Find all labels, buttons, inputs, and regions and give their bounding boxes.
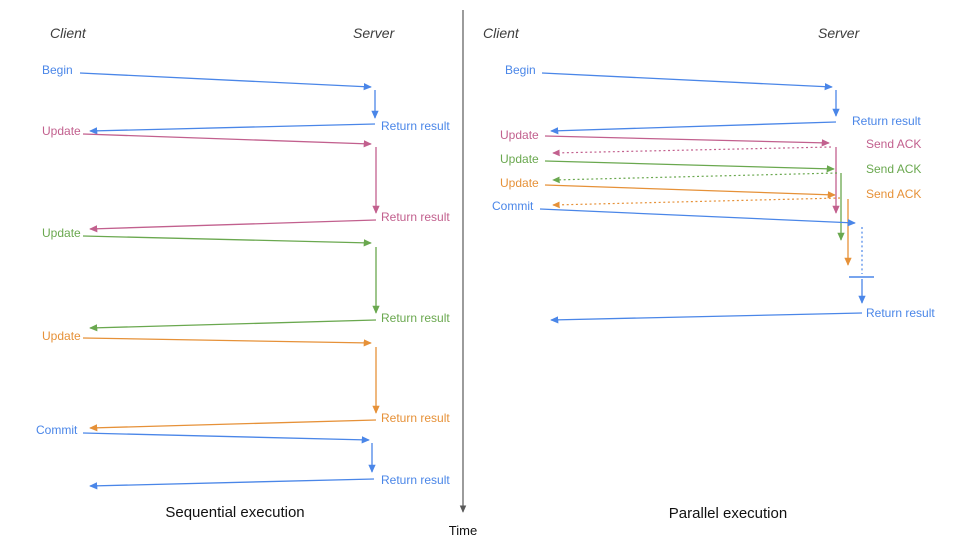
left-commit-request-arrow (82, 432, 370, 444)
left-update3-return-arrow (89, 419, 377, 432)
right-update3-request-arrow (544, 184, 836, 199)
left-commit-label: Commit (36, 423, 78, 437)
right-update1-label: Update (500, 128, 539, 142)
left-client-heading: Client (50, 25, 86, 41)
right-commit-result-label: Return result (866, 306, 935, 320)
left-server-heading: Server (353, 25, 395, 41)
right-update1-request-arrow (544, 135, 830, 147)
right-update2-ack-label: Send ACK (866, 162, 922, 176)
right-begin-return-arrow (550, 121, 837, 135)
right-panel-caption: Parallel execution (668, 505, 788, 522)
left-commit-return-arrow (89, 478, 375, 490)
right-update3-ack-dotted-arrow (552, 197, 841, 209)
left-update3-result-label: Return result (381, 411, 450, 425)
left-begin-request-arrow (79, 72, 372, 91)
right-server-heading: Server (818, 25, 860, 41)
right-update3-label: Update (500, 176, 539, 190)
right-update2-label: Update (500, 152, 539, 166)
right-begin-label: Begin (505, 63, 536, 77)
left-begin-result-label: Return result (381, 119, 450, 133)
right-update3-ack-label: Send ACK (866, 187, 922, 201)
left-update2-request-arrow (82, 235, 372, 247)
left-update1-request-arrow (82, 133, 372, 148)
right-commit-request-arrow (539, 208, 856, 227)
left-update1-result-label: Return result (381, 210, 450, 224)
left-update3-request-arrow (82, 337, 372, 347)
left-panel-caption: Sequential execution (165, 504, 305, 521)
right-commit-label: Commit (492, 199, 534, 213)
right-update2-request-arrow (544, 160, 835, 173)
right-begin-request-arrow (541, 72, 833, 91)
right-update1-ack-dotted-arrow (552, 146, 832, 157)
left-begin-return-arrow (89, 123, 376, 135)
time-axis-label: Time (448, 523, 478, 538)
left-commit-result-label: Return result (381, 473, 450, 487)
left-update2-result-label: Return result (381, 311, 450, 325)
left-update2-return-arrow (89, 319, 377, 332)
right-commit-return-arrow (550, 312, 863, 324)
right-client-heading: Client (483, 25, 519, 41)
left-update1-return-arrow (89, 219, 377, 233)
left-update2-label: Update (42, 226, 81, 240)
left-update1-label: Update (42, 124, 81, 138)
right-update2-ack-dotted-arrow (552, 172, 838, 184)
left-update3-label: Update (42, 329, 81, 343)
right-begin-result-label: Return result (852, 114, 921, 128)
left-begin-label: Begin (42, 63, 73, 77)
right-update1-ack-label: Send ACK (866, 137, 922, 151)
